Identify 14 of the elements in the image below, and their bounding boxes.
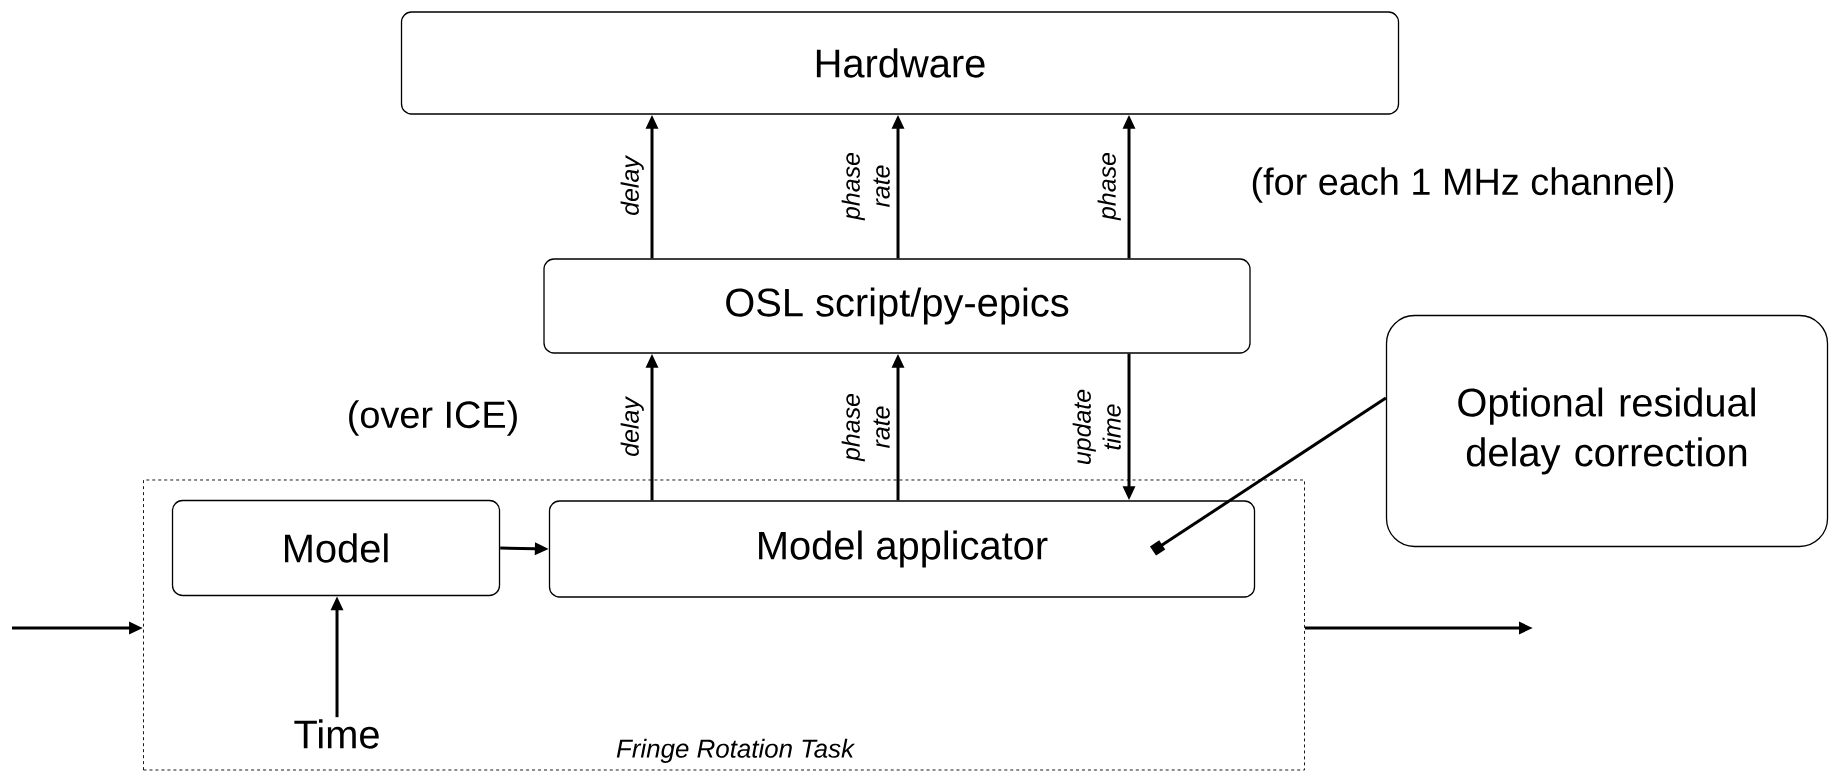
note-text: (over ICE) [349, 400, 517, 436]
process-box: Model [171, 499, 501, 597]
edge-label: phase rate [841, 394, 890, 462]
process-box: Hardware [400, 11, 1400, 115]
edge-label: update time [1072, 389, 1121, 465]
edge-label: delay [620, 155, 644, 215]
process-box: OSL script/py-epics [543, 258, 1251, 354]
callout-box: Optional residual delay correction [1385, 314, 1829, 548]
edge-label: delay [620, 396, 644, 456]
process-box: Model applicator [548, 500, 1256, 598]
edge-label: phase [1097, 153, 1121, 221]
input-text: Time [294, 719, 379, 749]
edge-label: phase rate [841, 153, 890, 221]
note-text: (for each 1 MHz channel) [1252, 167, 1674, 203]
